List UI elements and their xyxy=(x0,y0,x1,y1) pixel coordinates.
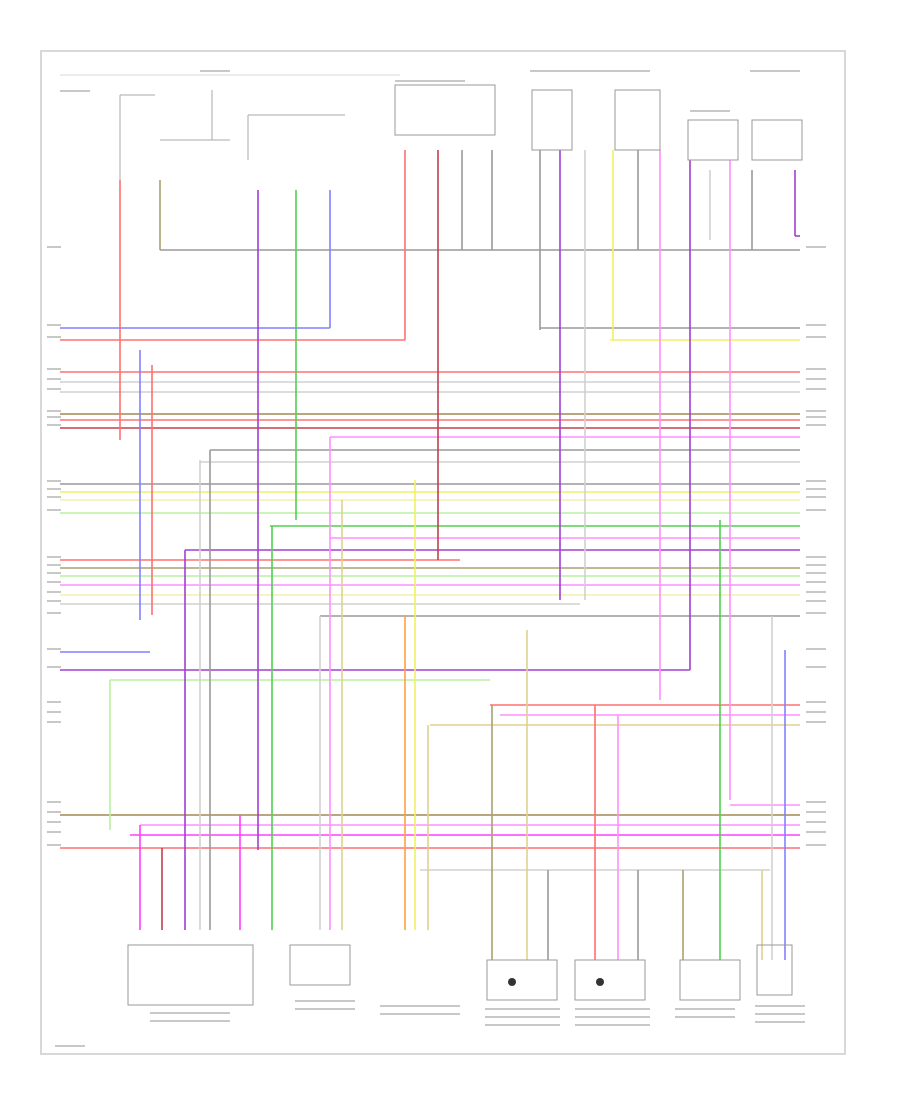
component-label xyxy=(150,1020,230,1022)
wire-label-right xyxy=(806,600,826,602)
component-label xyxy=(380,1013,460,1015)
wire-label-left xyxy=(47,648,61,650)
wire-label-left xyxy=(47,388,61,390)
wire-label-right xyxy=(806,378,826,380)
component-label xyxy=(485,1008,560,1010)
wire-label-left xyxy=(47,612,61,614)
wire-label-left xyxy=(47,324,61,326)
wire-label-left xyxy=(47,410,61,412)
wire-label-right xyxy=(806,480,826,482)
component-label xyxy=(530,70,650,72)
wire-label-left xyxy=(47,488,61,490)
wire-label-right xyxy=(806,509,826,511)
wire-label-right xyxy=(806,581,826,583)
component-label xyxy=(395,80,465,82)
wire-label-right xyxy=(806,336,826,338)
wire-label-right xyxy=(806,648,826,650)
component-label xyxy=(755,1021,805,1023)
wire-label-right xyxy=(806,666,826,668)
component-label xyxy=(295,1008,355,1010)
wire-label-right xyxy=(806,246,826,248)
wire-label-right xyxy=(806,572,826,574)
component-label xyxy=(675,1008,735,1010)
wire-label-right xyxy=(806,324,826,326)
mass-airflow-sensor xyxy=(289,944,351,986)
wire-label-left xyxy=(47,572,61,574)
coolant-temp-sensor xyxy=(679,959,741,1001)
wire-label-right xyxy=(806,721,826,723)
wire-label-left xyxy=(47,844,61,846)
wire-label-right xyxy=(806,410,826,412)
wire-label-left xyxy=(47,368,61,370)
wire-label-left xyxy=(47,811,61,813)
component-label xyxy=(755,1013,805,1015)
wire-label-left xyxy=(47,246,61,248)
wire-label-right xyxy=(806,388,826,390)
wire-label-right xyxy=(806,711,826,713)
diagram-frame xyxy=(40,50,846,1055)
wire-label-left xyxy=(47,600,61,602)
camshaft-position-sensor xyxy=(756,944,793,996)
wire-label-right xyxy=(806,368,826,370)
knock-sensor-1 xyxy=(486,959,558,1001)
wire-label-right xyxy=(806,612,826,614)
wire-label-right xyxy=(806,844,826,846)
wire-label-right xyxy=(806,496,826,498)
wire-label-left xyxy=(47,666,61,668)
component-label xyxy=(55,1045,85,1047)
knock-sensor-2 xyxy=(574,959,646,1001)
wire-label-left xyxy=(47,336,61,338)
relay-box-right xyxy=(614,89,661,151)
wire-label-right xyxy=(806,701,826,703)
wire-label-left xyxy=(47,721,61,723)
wire-label-left xyxy=(47,821,61,823)
component-label xyxy=(485,1024,560,1026)
wire-label-left xyxy=(47,591,61,593)
wire-label-left xyxy=(47,801,61,803)
component-label xyxy=(200,70,230,72)
component-label xyxy=(150,1012,230,1014)
component-label xyxy=(380,1005,460,1007)
wire-label-right xyxy=(806,811,826,813)
component-label xyxy=(485,1016,560,1018)
component-label xyxy=(575,1008,650,1010)
relay-left xyxy=(687,119,739,161)
wire-label-left xyxy=(47,416,61,418)
headlight-switch xyxy=(394,84,496,136)
component-label xyxy=(60,90,90,92)
wire-label-left xyxy=(47,509,61,511)
wire-label-left xyxy=(47,711,61,713)
wire-label-right xyxy=(806,424,826,426)
component-label xyxy=(750,70,800,72)
wire-label-right xyxy=(806,801,826,803)
component-label xyxy=(755,1005,805,1007)
component-label xyxy=(575,1024,650,1026)
relay-right xyxy=(751,119,803,161)
wire-label-right xyxy=(806,831,826,833)
wire-label-right xyxy=(806,591,826,593)
wire-label-left xyxy=(47,831,61,833)
knock-sensor-1-symbol xyxy=(508,978,516,986)
wire-label-right xyxy=(806,488,826,490)
component-label xyxy=(295,1000,355,1002)
wire-label-left xyxy=(47,378,61,380)
wire-label-left xyxy=(47,581,61,583)
ignition-coil-connector xyxy=(127,944,254,1006)
wire-label-right xyxy=(806,556,826,558)
wire-label-left xyxy=(47,556,61,558)
wire-label-left xyxy=(47,564,61,566)
component-label xyxy=(575,1016,650,1018)
component-label xyxy=(690,110,730,112)
wire-label-left xyxy=(47,480,61,482)
component-label xyxy=(675,1016,735,1018)
wire-label-right xyxy=(806,416,826,418)
wire-label-right xyxy=(806,821,826,823)
wire-label-left xyxy=(47,701,61,703)
relay-box-left xyxy=(531,89,573,151)
wire-label-left xyxy=(47,496,61,498)
wire-label-left xyxy=(47,424,61,426)
knock-sensor-2-symbol xyxy=(596,978,604,986)
wire-label-right xyxy=(806,564,826,566)
